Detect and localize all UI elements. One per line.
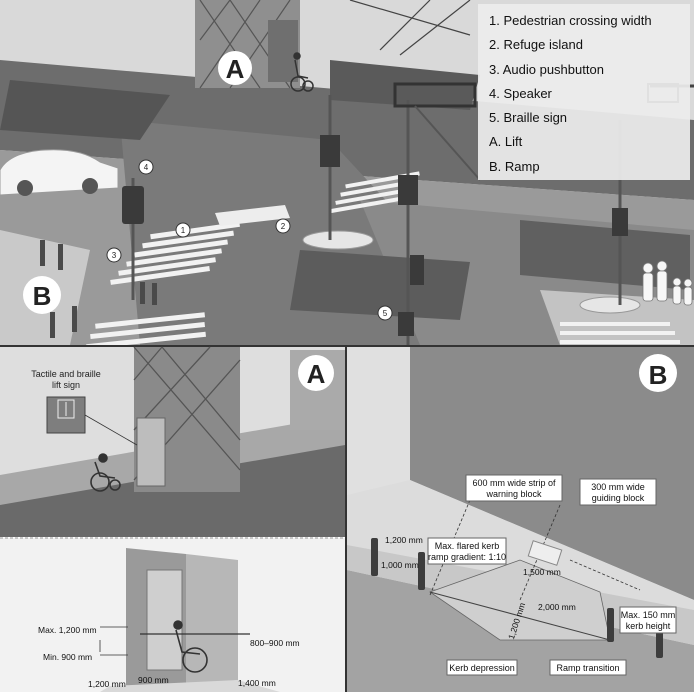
svg-text:guiding block: guiding block — [592, 493, 645, 503]
callout-kerb-depression: Kerb depression — [446, 659, 518, 676]
legend: 1. Pedestrian crossing width 2. Refuge i… — [478, 4, 690, 180]
svg-text:ramp gradient: 1:10: ramp gradient: 1:10 — [428, 552, 506, 562]
svg-text:kerb height: kerb height — [626, 621, 671, 631]
callout-gradient: Max. flared kerb ramp gradient: 1:10 — [427, 537, 507, 565]
sign-label-line2: lift sign — [52, 380, 80, 390]
marker-b-panel: B — [639, 354, 677, 392]
legend-item-6: A. Lift — [489, 134, 523, 149]
num-5: 5 — [377, 305, 393, 321]
svg-text:300 mm wide: 300 mm wide — [591, 482, 645, 492]
svg-text:600 mm wide strip of: 600 mm wide strip of — [472, 478, 556, 488]
car — [0, 149, 119, 196]
tactile-braille-lift-sign — [46, 396, 138, 446]
dim-1500-b: 1,500 mm — [523, 567, 561, 577]
svg-text:Max. flared kerb: Max. flared kerb — [435, 541, 500, 551]
svg-text:Kerb depression: Kerb depression — [449, 663, 515, 673]
dim-max-1200: Max. 1,200 mm — [38, 625, 97, 635]
sign-label-line1: Tactile and braille — [31, 369, 101, 379]
callout-warning-strip: 600 mm wide strip of warning block — [465, 474, 563, 502]
svg-text:B: B — [649, 360, 668, 390]
svg-text:B: B — [33, 281, 52, 311]
bollards — [40, 240, 157, 338]
dim-900-cabin: 900 mm — [138, 675, 169, 685]
building-wall — [410, 347, 694, 600]
dim-1400-cabin: 1,400 mm — [238, 678, 276, 688]
svg-text:A: A — [226, 54, 245, 84]
wheelchair-user-a — [90, 453, 121, 492]
callout-ramp-transition: Ramp transition — [549, 659, 627, 676]
flared-ramp — [429, 559, 611, 641]
svg-text:3: 3 — [112, 251, 117, 260]
num-1: 1 — [175, 222, 191, 238]
dim-800-900: 800–900 mm — [250, 638, 300, 648]
refuge-island — [215, 205, 290, 226]
svg-text:Max. 150 mm: Max. 150 mm — [621, 610, 676, 620]
wheelchair-user-top — [290, 52, 314, 92]
legend-item-4: 4. Speaker — [489, 86, 553, 101]
callout-guiding-block: 300 mm wide guiding block — [579, 478, 657, 506]
zebra-crossing-4 — [560, 322, 680, 344]
svg-text:2: 2 — [281, 222, 286, 231]
wheelchair-user-cabin — [173, 620, 208, 673]
svg-text:A: A — [307, 359, 326, 389]
marker-a-top: A — [218, 51, 252, 85]
panel-b-kerb-ramp: 600 mm wide strip of warning block 300 m… — [347, 347, 694, 692]
marker-b-top: B — [23, 276, 61, 314]
legend-item-1: 1. Pedestrian crossing width — [489, 13, 652, 28]
legend-item-7: B. Ramp — [489, 159, 540, 174]
callout-kerb-height: Max. 150 mm kerb height — [619, 606, 677, 634]
panel-b-bollards — [371, 538, 663, 658]
dim-min-900: Min. 900 mm — [43, 652, 92, 662]
dim-1200-b: 1,200 mm — [385, 535, 423, 545]
svg-text:1: 1 — [181, 226, 186, 235]
dim-1000-b: 1,000 mm — [381, 560, 419, 570]
top-panel: A B 1 2 3 4 5 1. Pedestrian crossing wid… — [0, 0, 694, 350]
zebra-crossing-3 — [86, 312, 206, 350]
num-4: 4 — [138, 159, 154, 175]
legend-item-2: 2. Refuge island — [489, 37, 583, 52]
dim-1200-cabin: 1,200 mm — [88, 679, 126, 689]
dim-2000-b: 2,000 mm — [538, 602, 576, 612]
svg-text:warning block: warning block — [485, 489, 542, 499]
pedestrians — [642, 260, 693, 306]
svg-text:5: 5 — [383, 309, 388, 318]
legend-item-3: 3. Audio pushbutton — [489, 62, 604, 77]
svg-text:4: 4 — [144, 163, 149, 172]
num-2: 2 — [275, 218, 291, 234]
number-callouts: 1 2 3 4 5 — [106, 159, 393, 321]
svg-text:Ramp transition: Ramp transition — [556, 663, 619, 673]
panel-a-lift-cabin-diagram: Max. 1,200 mm Min. 900 mm 800–900 mm 1,2… — [0, 537, 345, 692]
zebra-crossing-1 — [110, 221, 240, 285]
legend-item-5: 5. Braille sign — [489, 110, 567, 125]
panel-a-lift-view: Tactile and braille lift sign A — [0, 346, 345, 537]
marker-a-panel: A — [298, 355, 334, 391]
num-3: 3 — [106, 247, 122, 263]
